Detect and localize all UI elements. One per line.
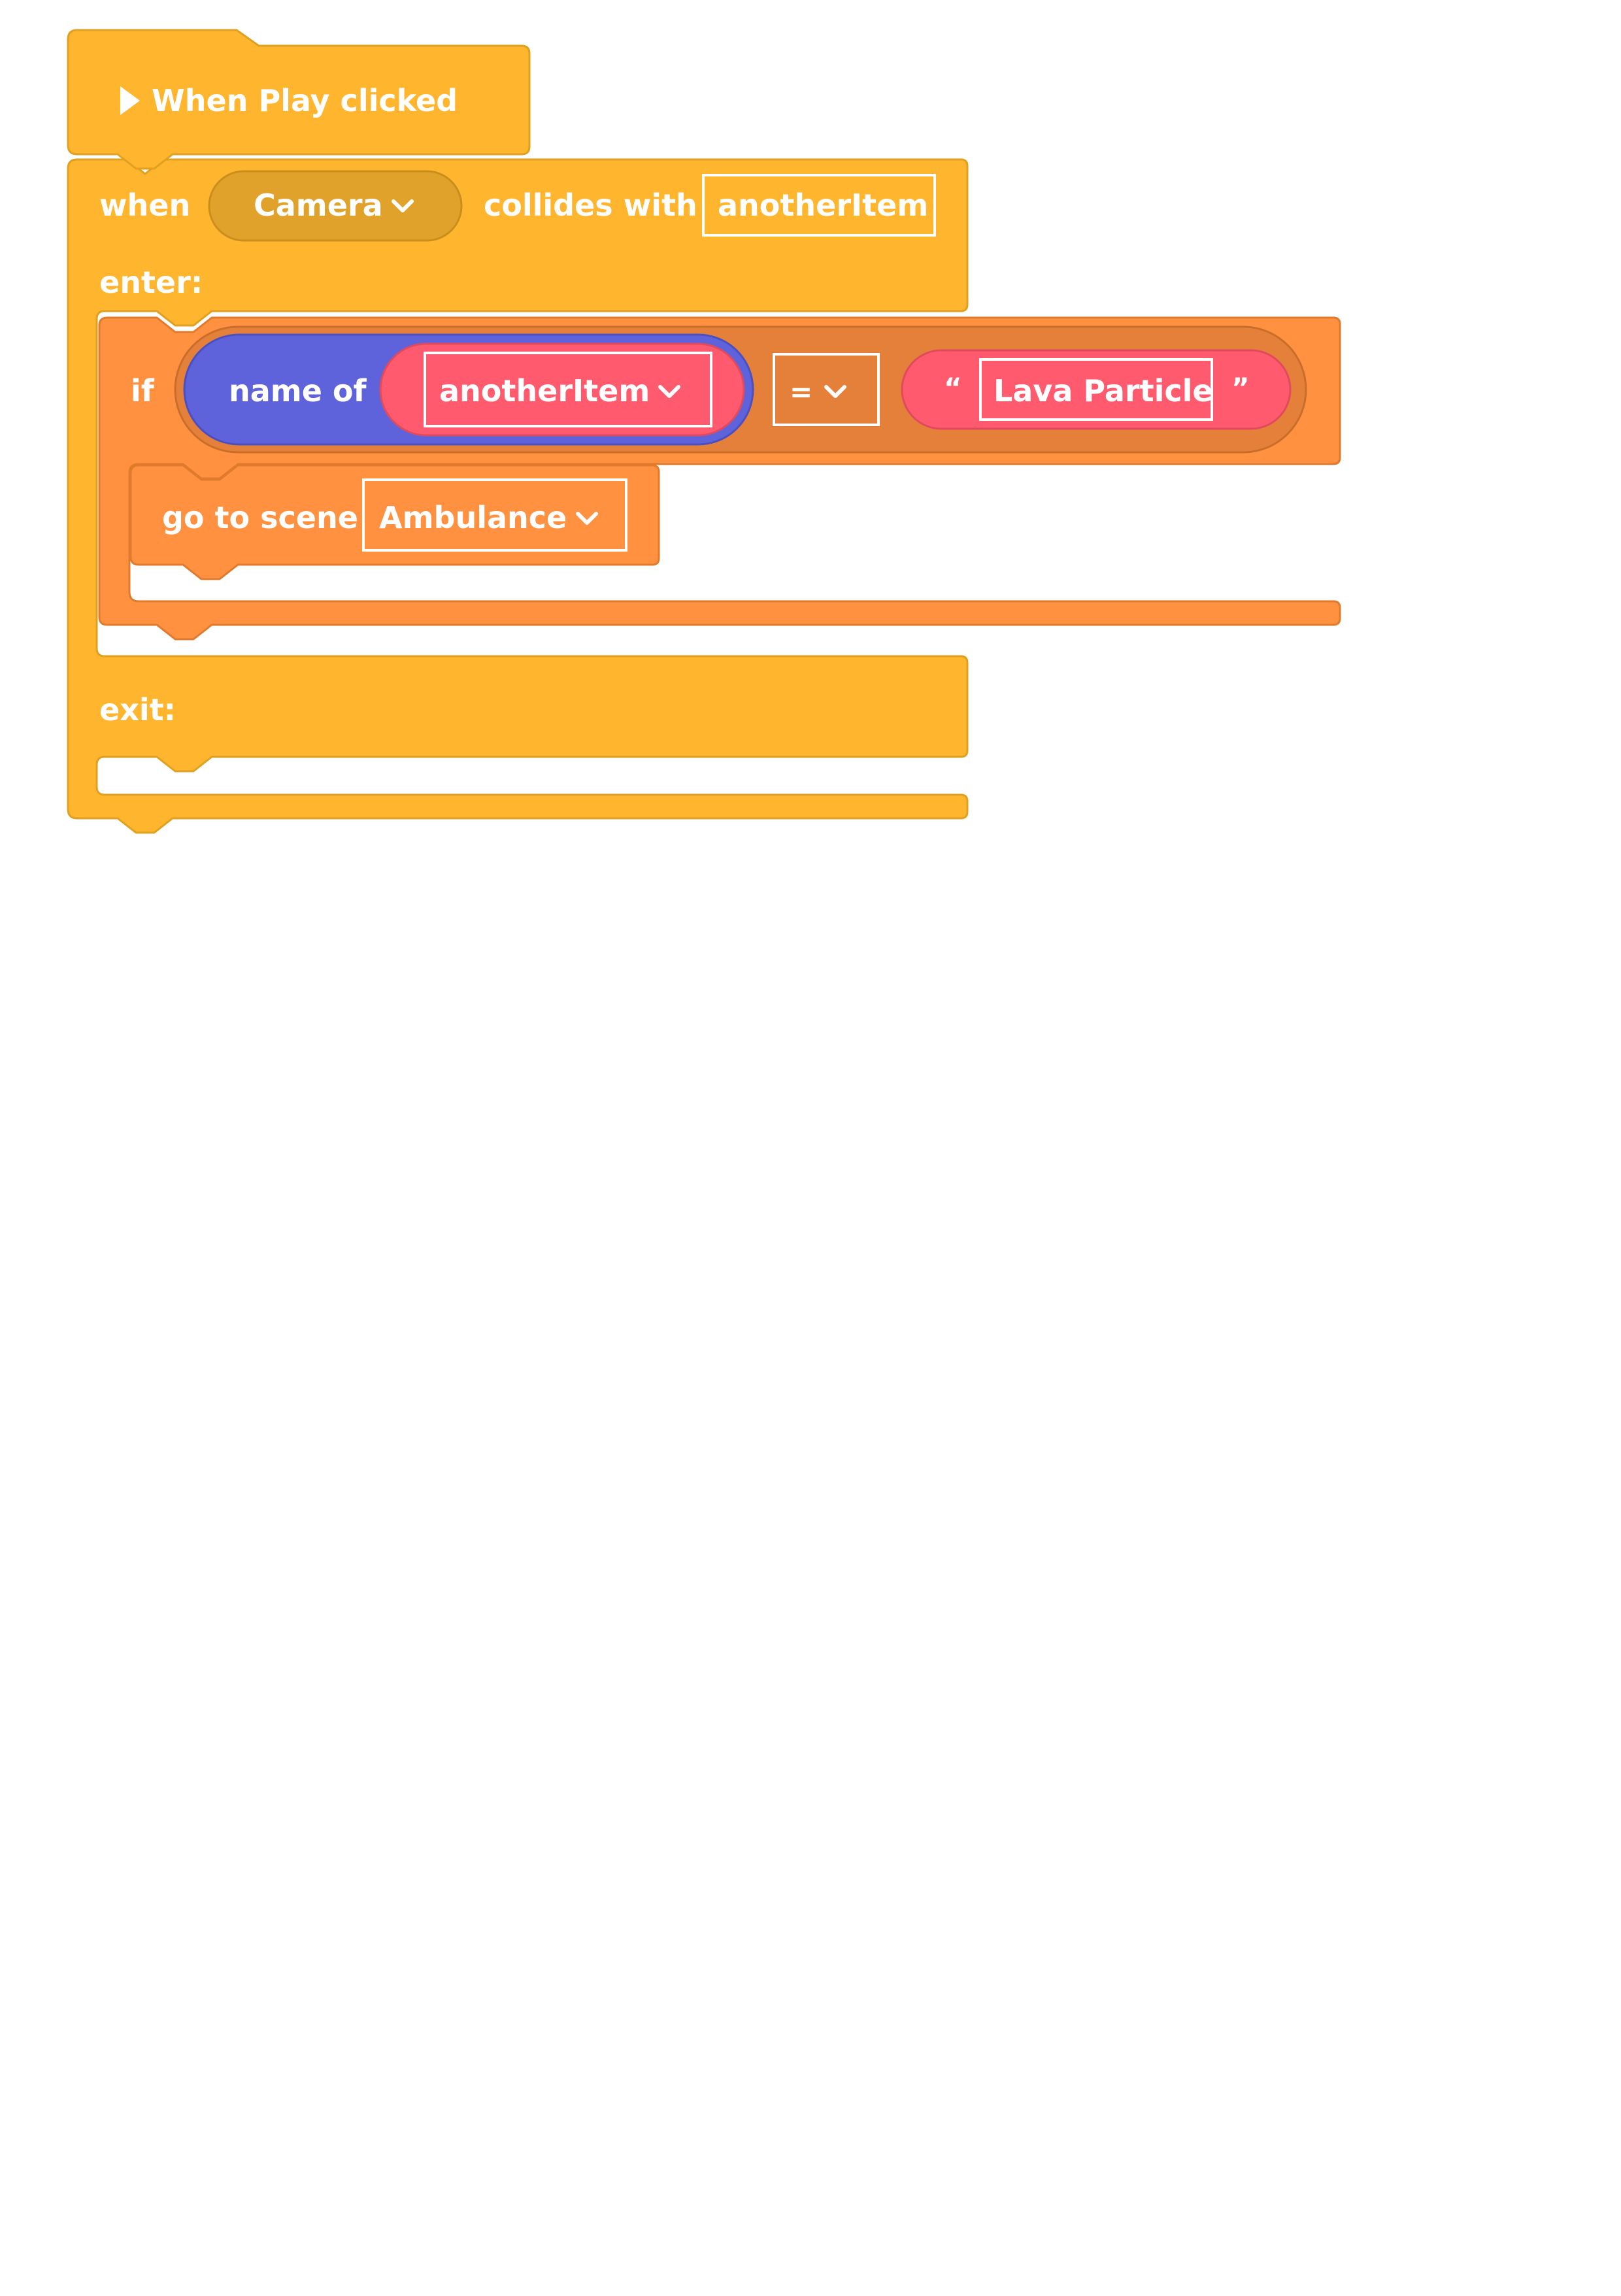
name-of-block[interactable]: name of anotherItem [183,333,754,446]
open-quote-label: “ [944,372,962,404]
collision-block[interactable]: when Camera collides with anotherItem en… [67,158,969,834]
chevron-down-icon [824,385,846,398]
comparison-block[interactable]: name of anotherItem = “ Lava Parti [174,325,1307,454]
operator-dropdown-box [773,353,880,426]
target-dropdown[interactable]: Camera [208,170,463,242]
name-of-label: name of [229,373,367,408]
if-label: if [131,373,155,408]
chevron-down-icon [392,199,414,212]
hat-block-label: When Play clicked [152,83,458,118]
exit-label: exit: [99,692,176,727]
scene-dropdown-value: Ambulance [379,500,567,535]
go-to-scene-label: go to scene [162,500,358,535]
enter-label: enter: [99,265,203,300]
scene-dropdown[interactable]: Ambulance [362,478,627,552]
chevron-down-icon [576,512,598,525]
hat-block-body [67,29,531,170]
collision-block-body [67,158,969,834]
scene-dropdown-box [362,478,627,552]
string-literal-field-box [979,358,1213,421]
operator-dropdown[interactable]: = [773,353,880,426]
play-icon [120,86,140,115]
target-dropdown-value: Camera [254,188,383,223]
go-to-scene-block[interactable]: go to scene Ambulance [129,464,660,580]
if-block[interactable]: if name of anotherItem = [98,316,1341,641]
collides-with-label: collides with [484,188,697,223]
close-quote-label: ” [1231,372,1250,404]
string-literal-block[interactable]: “ Lava Particle ” [901,349,1292,430]
collision-variable-value: anotherItem [718,188,928,223]
name-of-dropdown-value: anotherItem [439,373,650,408]
name-of-dropdown-bg [379,342,745,437]
when-play-clicked-block[interactable]: When Play clicked [67,29,531,170]
string-literal-value: Lava Particle [994,373,1213,408]
collision-variable-field-box [702,174,936,237]
string-literal-block-bg [901,349,1292,430]
operator-dropdown-value: = [790,376,812,408]
when-label: when [99,188,190,223]
target-dropdown-bg [208,170,463,242]
name-of-dropdown-box [424,352,712,427]
collision-variable-field[interactable]: anotherItem [702,174,936,237]
chevron-down-icon [658,385,680,398]
name-of-dropdown[interactable]: anotherItem [379,342,745,437]
